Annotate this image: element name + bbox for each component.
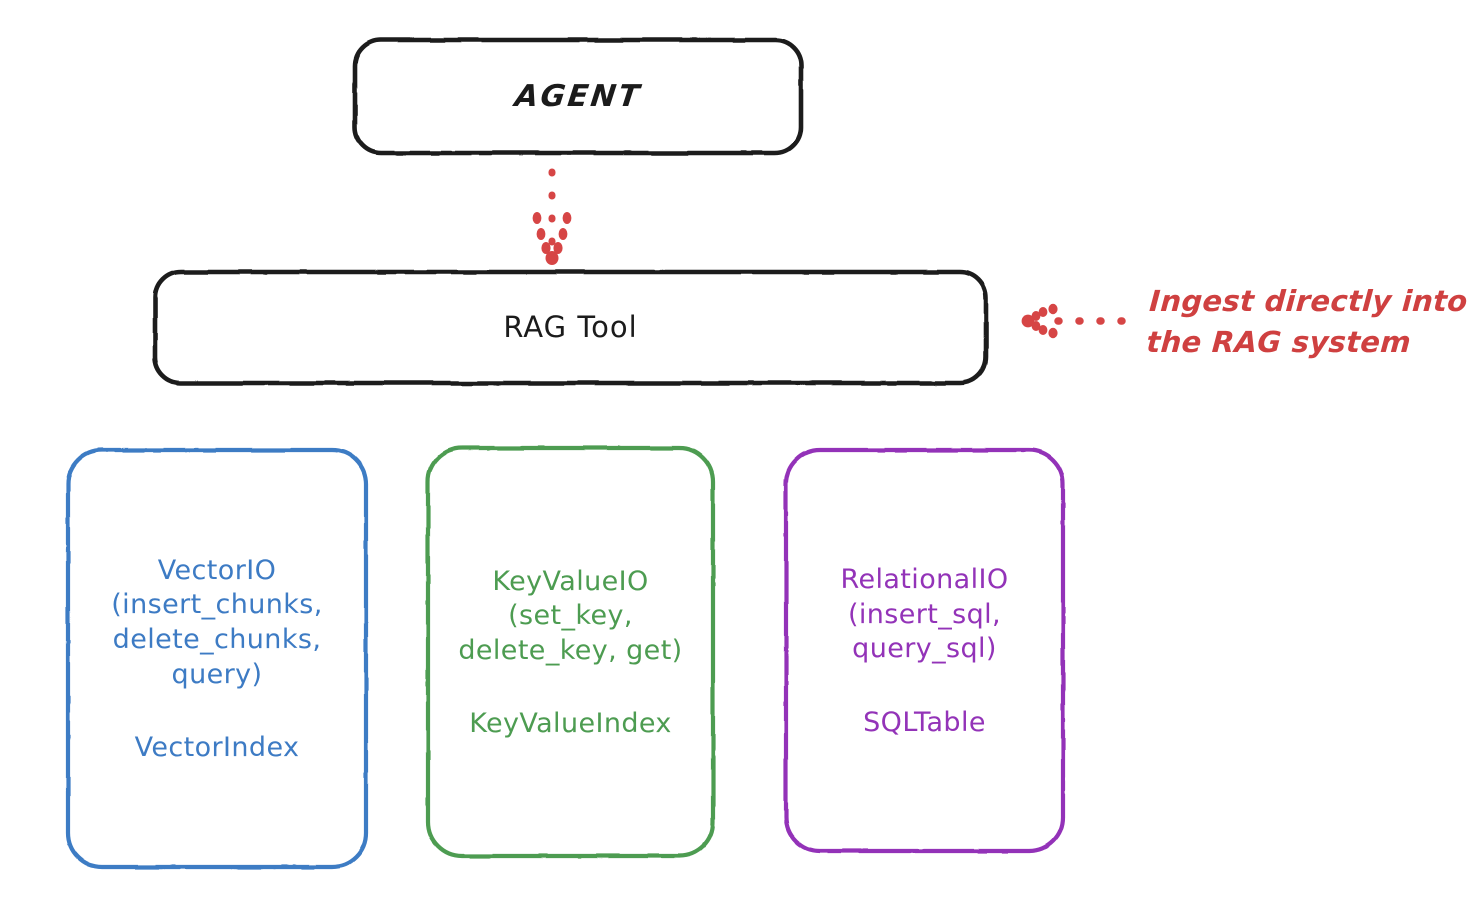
- relational-io-secondary-label: SQLTable: [863, 706, 986, 738]
- key-value-io-node[interactable]: KeyValueIO (set_key, delete_key, get) Ke…: [428, 448, 713, 856]
- key-value-io-secondary-label: KeyValueIndex: [469, 708, 672, 740]
- vector-io-secondary-label: VectorIndex: [134, 732, 300, 764]
- agent-label: AGENT: [512, 79, 644, 114]
- vector-io-node[interactable]: VectorIO (insert_chunks, delete_chunks, …: [68, 450, 366, 867]
- rag-tool-label: RAG Tool: [503, 309, 638, 344]
- relational-io-box-outline: [783, 447, 1066, 854]
- rag-tool-box-outline: [152, 269, 989, 386]
- agent-node[interactable]: AGENT: [355, 40, 801, 153]
- relational-io-primary-label: RelationalIO (insert_sql, query_sql): [840, 564, 1009, 665]
- vector-io-box-outline: [65, 447, 369, 870]
- agent-to-rag-tool-connector: [532, 168, 572, 265]
- key-value-io-primary-label: KeyValueIO (set_key, delete_key, get): [458, 565, 683, 666]
- ingest-annotation-text: Ingest directly into the RAG system: [1145, 284, 1469, 360]
- key-value-io-box-outline: [425, 445, 716, 859]
- ingest-pointer-connector: [1021, 303, 1136, 339]
- vector-io-primary-label: VectorIO (insert_chunks, delete_chunks, …: [111, 554, 323, 690]
- agent-box-outline: [352, 37, 804, 156]
- rag-tool-node[interactable]: RAG Tool: [155, 272, 986, 383]
- relational-io-node[interactable]: RelationalIO (insert_sql, query_sql) SQL…: [786, 450, 1063, 851]
